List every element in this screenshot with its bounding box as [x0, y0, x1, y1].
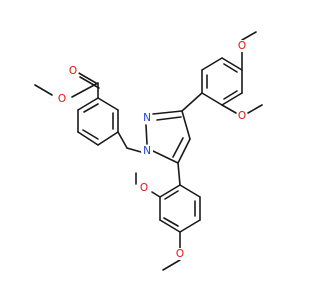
bond	[76, 71, 97, 84]
oxygen-atom: O	[138, 182, 150, 194]
bond	[152, 150, 179, 164]
bond	[201, 57, 223, 71]
molecule-structure: O O O O N N O O	[34, 31, 263, 271]
bond	[97, 97, 119, 111]
molecule-diagram: O O O O N N O O	[34, 31, 263, 271]
bond	[221, 104, 237, 114]
oxygen-label: O	[176, 248, 184, 260]
nitrogen-atom: N	[141, 145, 153, 157]
oxygen-label: O	[238, 40, 246, 52]
oxygen-atom: O	[56, 93, 68, 105]
oxygen-label: O	[58, 93, 66, 105]
bond	[151, 191, 161, 198]
bond	[79, 76, 100, 89]
bond	[152, 110, 183, 115]
bond	[177, 162, 181, 186]
bond	[71, 82, 99, 98]
bond	[82, 129, 99, 140]
bond	[34, 84, 53, 96]
bond	[241, 31, 257, 41]
bond-layer	[34, 31, 263, 271]
oxygen-atom: O	[236, 40, 248, 52]
bond	[201, 92, 223, 106]
oxygen-atom: O	[174, 248, 186, 260]
nitrogen-label: N	[143, 112, 151, 124]
oxygen-label: O	[238, 110, 246, 122]
bond	[223, 63, 238, 73]
atom-label-layer: O O O O N N O O	[56, 40, 248, 260]
bond	[145, 124, 148, 145]
bond	[223, 90, 238, 100]
bond	[164, 190, 179, 200]
bond	[126, 147, 142, 153]
bond	[221, 92, 243, 106]
bond	[77, 131, 99, 146]
bond	[83, 103, 99, 113]
bond	[156, 116, 182, 121]
bond	[159, 219, 181, 233]
oxygen-atom: O	[67, 65, 79, 77]
bond	[247, 104, 263, 114]
bond	[177, 138, 191, 164]
bond	[97, 131, 119, 146]
bond	[117, 131, 128, 149]
oxygen-atom: O	[236, 110, 248, 122]
nitrogen-atom: N	[141, 112, 153, 124]
bond	[179, 219, 201, 233]
bond	[221, 57, 243, 71]
bond	[179, 184, 201, 198]
bond	[162, 259, 181, 271]
nitrogen-label: N	[143, 145, 151, 157]
bond	[181, 110, 191, 140]
bond	[77, 97, 99, 111]
oxygen-label: O	[69, 65, 77, 77]
bond	[181, 92, 203, 112]
bond	[159, 184, 181, 198]
bond	[172, 137, 184, 158]
bond	[163, 217, 179, 227]
oxygen-label: O	[140, 182, 148, 194]
